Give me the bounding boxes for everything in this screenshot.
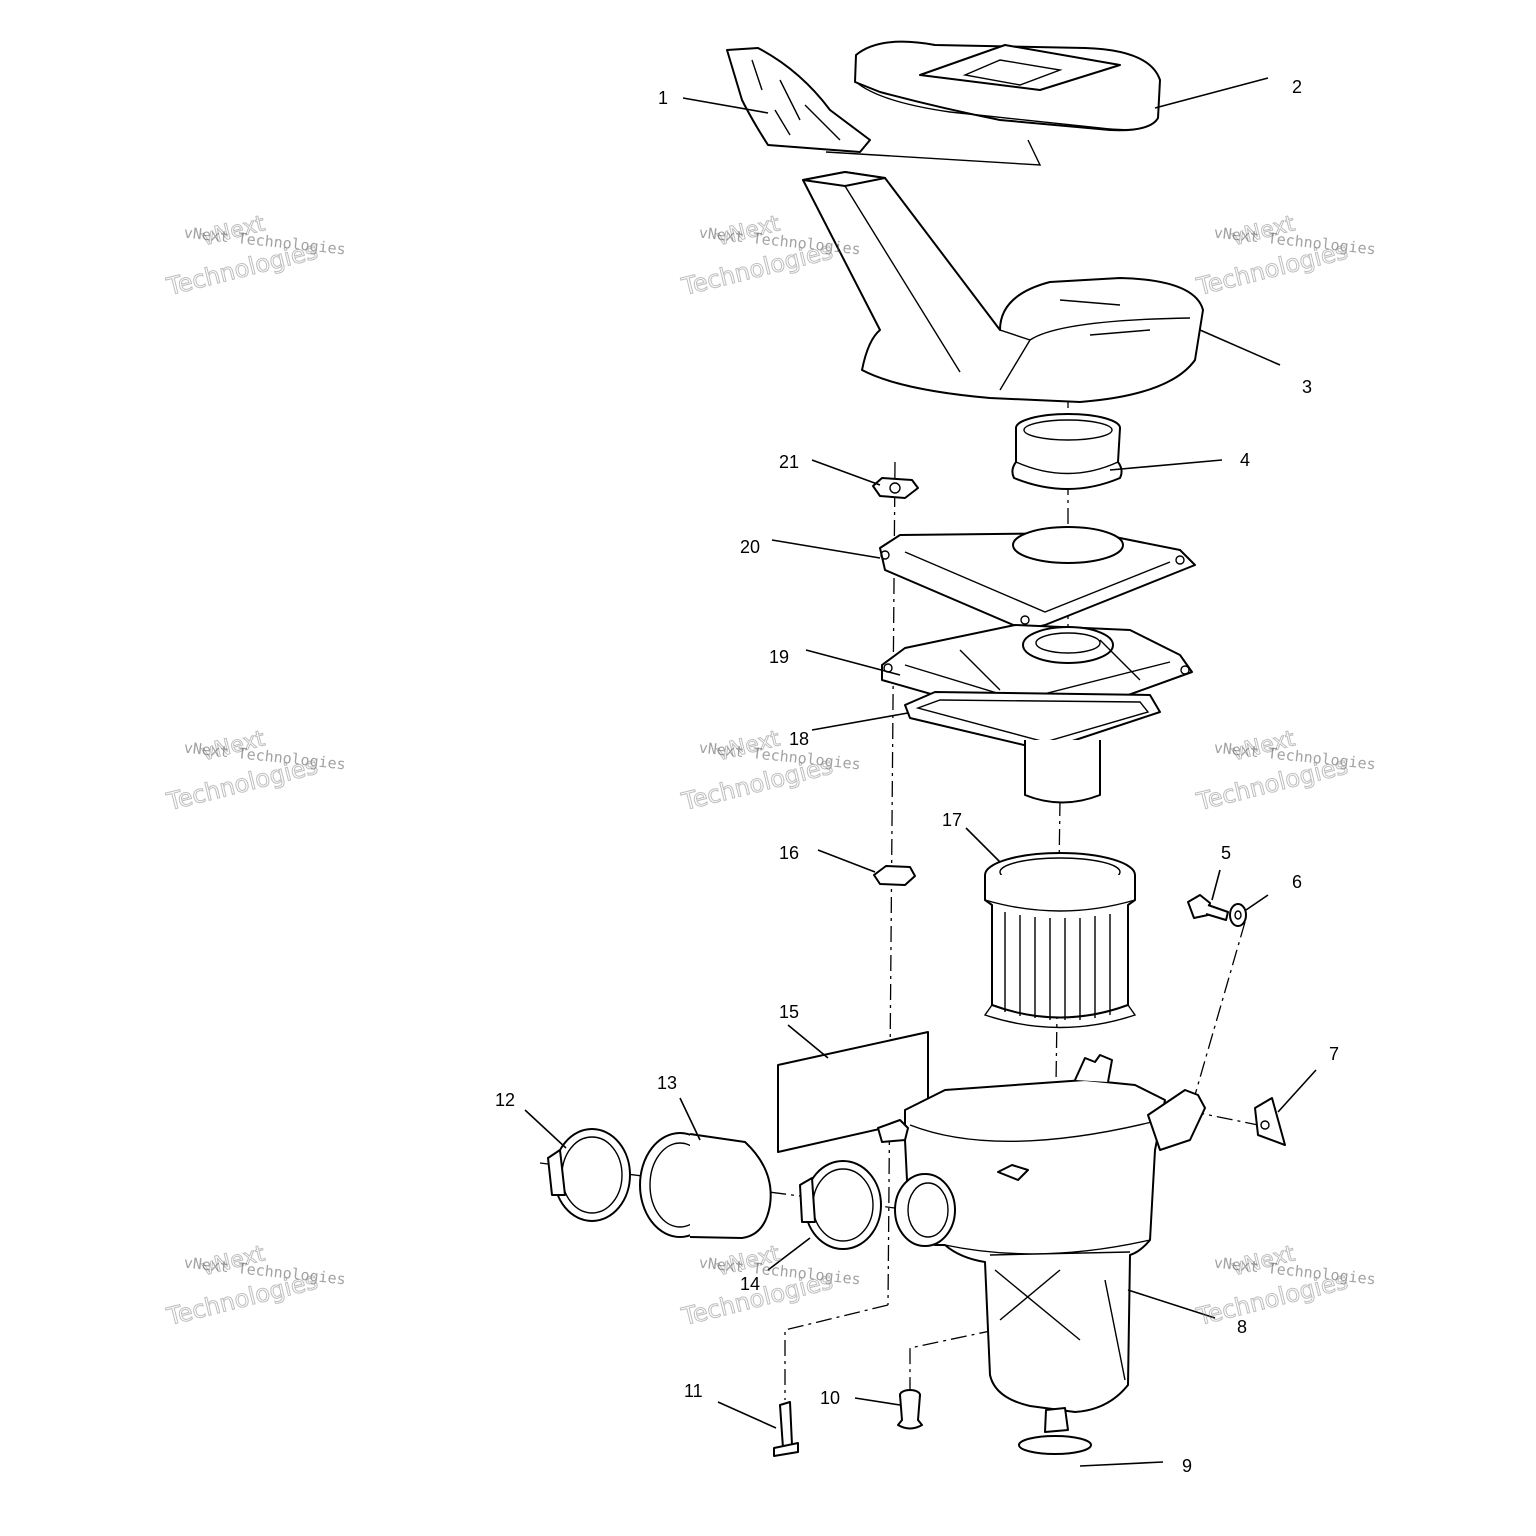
intake-duct <box>802 171 1204 403</box>
watermark-1: vNext vNext Technologies Technologies <box>163 211 347 302</box>
gasket <box>904 691 1161 751</box>
watermark-9: vNext vNext Technologies Technologies <box>1193 1241 1377 1332</box>
foam-pad-small <box>726 47 871 153</box>
callout-13: 13 <box>657 1073 677 1093</box>
callout-12: 12 <box>495 1090 515 1110</box>
callout-15: 15 <box>779 1002 799 1022</box>
callout-5: 5 <box>1221 843 1231 863</box>
intake-sleeve <box>639 1132 772 1239</box>
bolt <box>1187 894 1229 921</box>
callout-1: 1 <box>658 88 668 108</box>
watermark-6: vNext vNext Technologies Technologies <box>1193 726 1377 817</box>
cover-plate <box>879 526 1196 631</box>
nut-middle <box>873 865 916 886</box>
callout-labels: 1 2 3 4 5 6 7 8 9 10 11 12 13 14 15 16 1… <box>495 77 1339 1476</box>
callout-14: 14 <box>740 1274 760 1294</box>
callout-11: 11 <box>684 1381 703 1401</box>
callout-10: 10 <box>820 1388 840 1408</box>
callout-20: 20 <box>740 537 760 557</box>
callout-19: 19 <box>769 647 789 667</box>
hose-clamp-left <box>547 1128 631 1222</box>
bracket-clip <box>1254 1097 1286 1146</box>
callout-17: 17 <box>942 810 962 830</box>
foam-frame-large <box>854 40 1161 132</box>
leader-lines <box>524 77 1317 1467</box>
callout-18: 18 <box>789 729 809 749</box>
nut-top <box>872 477 919 499</box>
air-filter-element <box>983 852 1137 1029</box>
callout-6: 6 <box>1292 872 1302 892</box>
bushing <box>897 1389 923 1430</box>
hose-clamp-right <box>799 1160 882 1250</box>
watermark-8: vNext vNext Technologies Technologies <box>678 1241 862 1332</box>
callout-21: 21 <box>779 452 799 472</box>
callout-16: 16 <box>779 843 799 863</box>
callout-4: 4 <box>1240 450 1250 470</box>
washer <box>1229 903 1247 927</box>
air-box <box>877 1054 1206 1413</box>
outlet-tube <box>1024 740 1101 804</box>
callout-8: 8 <box>1237 1317 1247 1337</box>
watermark-3: vNext vNext Technologies Technologies <box>1193 211 1377 302</box>
rubber-coupler <box>1011 413 1123 490</box>
drain-valve <box>1018 1407 1092 1455</box>
callout-9: 9 <box>1182 1456 1192 1476</box>
callout-3: 3 <box>1302 377 1312 397</box>
watermark-4: vNext vNext Technologies Technologies <box>163 726 347 817</box>
watermark-7: vNext vNext Technologies Technologies <box>163 1241 347 1332</box>
watermark-5: vNext vNext Technologies Technologies <box>678 726 862 817</box>
callout-2: 2 <box>1292 77 1302 97</box>
screw <box>773 1401 799 1457</box>
callout-7: 7 <box>1329 1044 1339 1064</box>
